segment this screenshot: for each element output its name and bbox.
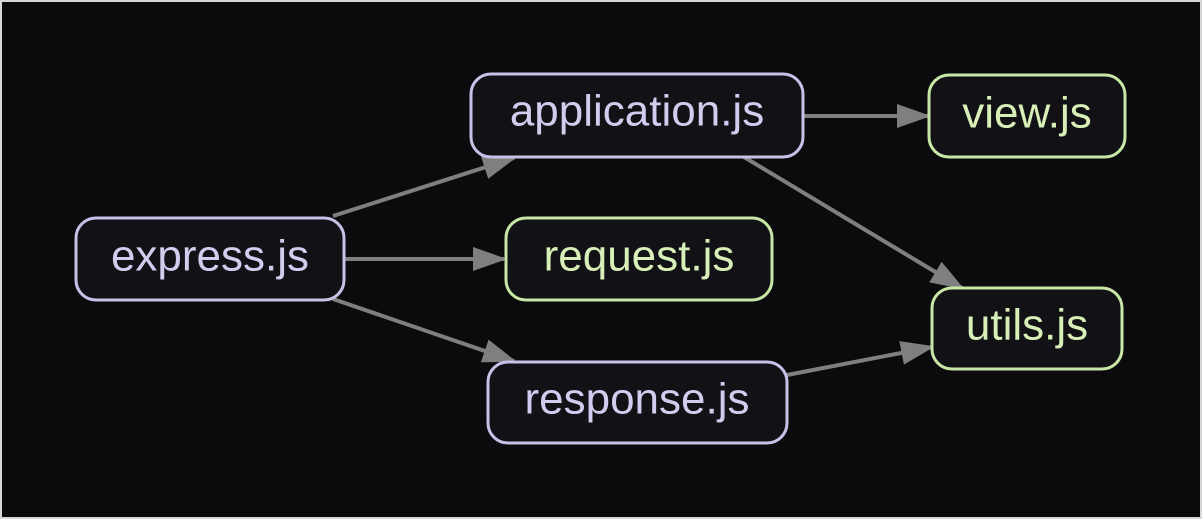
edges-layer [332, 104, 965, 377]
node-utils-box [930, 286, 1124, 371]
node-view-box [927, 73, 1127, 159]
node-view: view.js [927, 73, 1127, 159]
node-response: response.js [486, 360, 789, 445]
node-application-label: application.js [510, 87, 764, 136]
node-request: request.js [504, 216, 774, 302]
node-request-box [504, 216, 774, 302]
node-request-label: request.js [544, 232, 735, 281]
edge-express-to-application [332, 156, 517, 218]
node-response-box [486, 360, 789, 445]
node-application: application.js [469, 72, 805, 159]
node-utils-label: utils.js [966, 301, 1088, 350]
node-view-label: view.js [962, 89, 1092, 138]
node-application-box [469, 72, 805, 159]
node-express: express.js [74, 216, 346, 302]
node-express-box [74, 216, 346, 302]
node-express-label: express.js [111, 232, 309, 281]
edge-application-to-utils [742, 155, 965, 290]
nodes-layer: express.js application.js request.js res… [74, 72, 1127, 445]
edge-response-to-utils [786, 341, 935, 377]
edge-express-to-response [332, 297, 517, 363]
node-response-label: response.js [524, 375, 749, 424]
node-utils: utils.js [930, 286, 1124, 371]
